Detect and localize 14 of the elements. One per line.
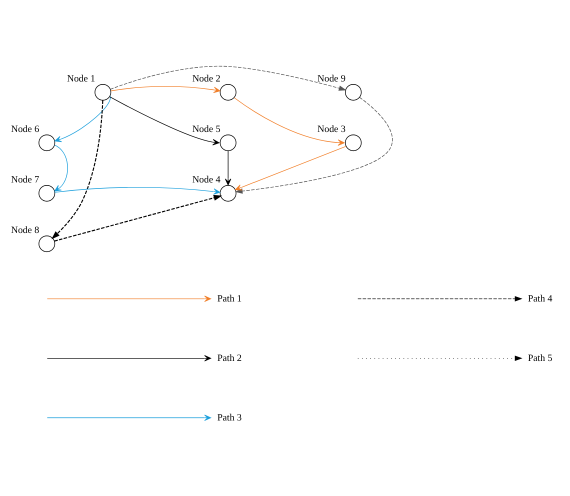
node-label: Node 4	[192, 174, 220, 186]
node-label: Node 2	[192, 74, 220, 85]
legend-label: Path 4	[528, 293, 552, 304]
node-label: Node 7	[10, 174, 40, 186]
legend-label: Path 1	[217, 293, 242, 304]
legend-label: Path 3	[217, 412, 242, 424]
legend-label: Path 5	[528, 352, 552, 364]
node-label: Node 1	[66, 74, 96, 85]
node-label: Node 5	[192, 124, 220, 136]
legend-label: Path 2	[217, 352, 242, 364]
node-label: Node 8	[10, 225, 40, 236]
node-label: Node 6	[10, 124, 40, 136]
node-label: Node 9	[317, 74, 346, 85]
node-label: Node 3	[317, 124, 346, 136]
